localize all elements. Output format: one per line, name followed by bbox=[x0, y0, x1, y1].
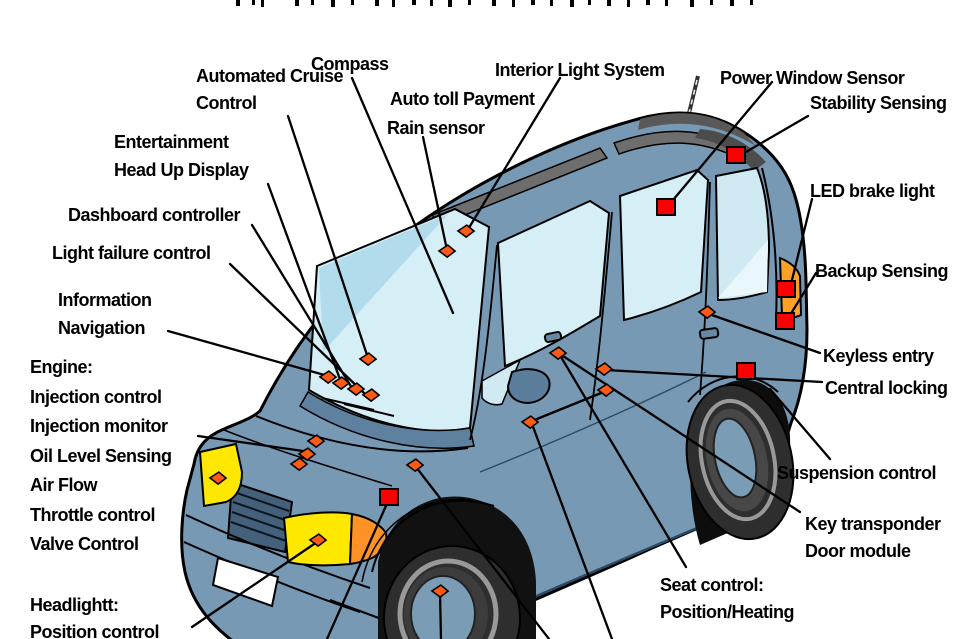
front-grille bbox=[226, 480, 294, 554]
cruise-control-sensor-marker bbox=[358, 352, 378, 367]
windshield bbox=[307, 207, 491, 432]
wheel-hub-sensor-marker bbox=[430, 584, 450, 599]
leader-line bbox=[787, 197, 814, 294]
leader-line bbox=[190, 540, 319, 629]
leader-line bbox=[228, 262, 366, 395]
dash-sensor-1-marker bbox=[318, 370, 338, 385]
leader-line bbox=[561, 354, 802, 514]
engine-sensor-3-marker bbox=[289, 457, 309, 472]
rear-door-handle bbox=[698, 327, 720, 340]
leader-line bbox=[250, 223, 354, 390]
left-headlight-sensor-marker bbox=[208, 471, 228, 486]
leader-line bbox=[350, 76, 455, 315]
dashboard-cowl bbox=[298, 390, 475, 449]
power-window-sensor-marker-marker bbox=[656, 198, 676, 216]
leader-line bbox=[707, 312, 822, 355]
dash-sensor-3-marker bbox=[346, 382, 366, 397]
leader-line bbox=[768, 387, 832, 461]
sliding-door-window bbox=[618, 168, 710, 322]
right-headlight-sensor-marker bbox=[308, 533, 328, 548]
door-lock-sensor-lower-marker bbox=[596, 383, 616, 398]
windshield-wipers bbox=[321, 397, 395, 417]
door-lock-sensor-upper-marker bbox=[594, 362, 614, 377]
leader-line bbox=[325, 497, 391, 639]
leader-line bbox=[465, 76, 562, 233]
leader-line bbox=[196, 434, 305, 453]
front-door-window bbox=[496, 199, 611, 368]
rear-quarter-window bbox=[714, 166, 771, 302]
side-mirror bbox=[506, 368, 551, 405]
leader-line bbox=[286, 114, 370, 360]
keyless-entry-sensor-marker bbox=[697, 305, 717, 320]
leader-line bbox=[421, 135, 449, 252]
engine-sensor-2-marker bbox=[297, 447, 317, 462]
leader-line bbox=[438, 592, 443, 639]
wheel-arch-sensor-marker bbox=[405, 458, 425, 473]
leader-line bbox=[737, 114, 810, 158]
front-bumper bbox=[183, 514, 411, 631]
leader-line bbox=[530, 389, 608, 423]
seat-sensor-marker bbox=[548, 346, 568, 361]
vent-window bbox=[481, 358, 522, 406]
leader-line bbox=[559, 355, 688, 569]
front-fender-sensor-marker bbox=[379, 488, 399, 506]
central-locking-sensor-marker bbox=[736, 362, 756, 380]
dash-sensor-2-marker bbox=[331, 376, 351, 391]
cropped-top-marks bbox=[236, 0, 753, 7]
backup-sensor-marker bbox=[775, 312, 795, 330]
engine-sensor-1-marker bbox=[306, 434, 326, 449]
led-brake-sensor-marker bbox=[776, 280, 796, 298]
leader-line bbox=[666, 80, 774, 208]
interior-light-sensor-marker bbox=[456, 224, 476, 239]
front-wheel bbox=[361, 496, 536, 639]
stability-sensor-marker bbox=[726, 146, 746, 164]
leader-line bbox=[604, 368, 824, 384]
leader-line bbox=[530, 422, 614, 639]
leader-line bbox=[166, 329, 330, 378]
front-door-handle bbox=[543, 330, 563, 344]
dash-sensor-4-marker bbox=[361, 388, 381, 403]
rain-sensor-marker-marker bbox=[437, 244, 457, 259]
door-bottom-sensor-marker bbox=[520, 415, 540, 430]
rear-wheel bbox=[685, 375, 795, 545]
leader-line bbox=[414, 465, 551, 639]
rear-hatch-seam bbox=[761, 167, 778, 321]
